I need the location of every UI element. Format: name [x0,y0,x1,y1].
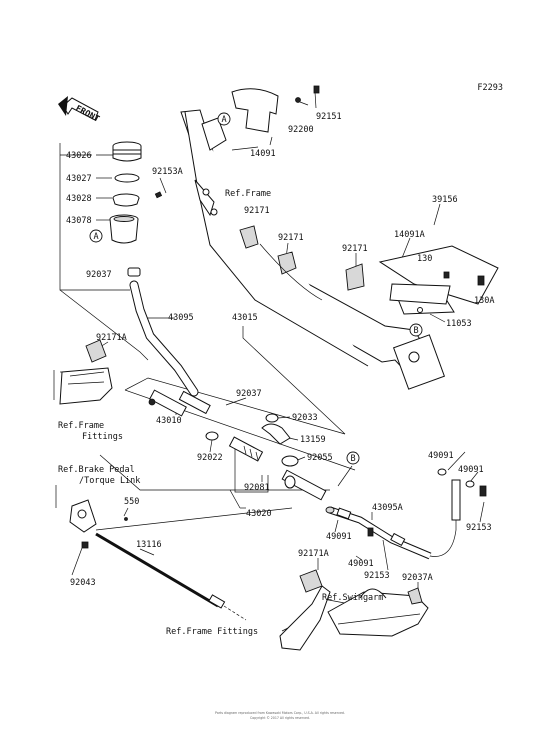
part-label: 13159 [300,435,326,445]
circle-a-label: A [93,232,98,242]
part-label: 92153 [466,523,492,533]
part-label: 39156 [432,195,458,205]
circle-a-label: A [221,115,226,125]
ref-frame-fittings-bottom-label: Ref.Frame Fittings [166,627,258,637]
clamp-14091 [201,85,320,151]
reservoir-body [109,191,163,244]
swingarm [327,587,429,637]
clamp-92037 [127,267,141,277]
hose-43095A [325,506,457,560]
part-label: 92171A [298,549,329,559]
part-label: 92171A [96,333,127,343]
part-label: 14091A [394,230,425,240]
part-label: 92153 [364,571,390,581]
part-label: 92200 [288,125,314,135]
part-label: 14091 [250,149,276,159]
frame-fittings-left [59,339,113,405]
part-label: 92043 [70,578,96,588]
part-label: 49091 [326,532,352,542]
part-label: 92171 [244,206,270,216]
ref-labels: Ref.Frame Ref.Frame Fittings Ref.Brake P… [58,189,383,637]
part-label: 43078 [66,216,92,226]
part-label: 92037 [236,389,262,399]
part-label: 49091 [458,465,484,475]
part-label: 92081 [244,483,270,493]
figure-code: F2293 [477,83,503,93]
seal-92022 [205,431,219,441]
footer-line-1: Parts diagram reproduced from Kawasaki M… [215,711,345,715]
part-label: 49091 [428,451,454,461]
ref-frame-fittings-label-2: Fittings [82,432,123,442]
circle-b-1: B [409,323,423,337]
circle-a-2: A [89,229,103,243]
part-label: 43010 [156,416,182,426]
part-label: 130A [474,296,494,306]
part-label: 92037A [402,573,433,583]
part-label: 11053 [446,319,472,329]
diaphragm-plate [114,173,140,183]
part-label: 43015 [232,313,258,323]
part-label: 43026 [66,151,92,161]
circle-a-1: A [217,112,231,126]
front-arrow-icon: FRONT [58,96,101,125]
cover-39156 [378,245,499,315]
ref-brake-pedal-label: Ref.Brake Pedal [58,465,135,475]
circle-b-2: B [346,451,360,465]
brake-pedal-bracket [69,499,247,621]
piston-92081 [228,436,264,462]
leader-lines [53,91,485,632]
circle-b-label: B [350,454,355,464]
part-label: 92153A [152,167,183,177]
part-label: 49091 [348,559,374,569]
part-label: 92171 [342,244,368,254]
ref-torque-link-label: /Torque Link [79,476,140,486]
ref-swingarm-label: Ref.Swingarm [322,593,383,603]
part-label: 43095A [372,503,403,513]
part-label: 130 [417,254,432,264]
master-cylinder-43010 [148,389,211,417]
part-label: 550 [124,497,139,507]
part-label: 92151 [316,112,342,122]
ref-frame-fittings-label: Ref.Frame [58,421,104,431]
part-label: 92055 [307,453,333,463]
part-label: 43027 [66,174,92,184]
frame-fittings-bottom [279,569,331,651]
part-label: 92033 [292,413,318,423]
ref-frame-label: Ref.Frame [225,189,271,199]
fitting-49091-right [437,468,487,521]
fitting-13159 [261,413,291,445]
part-label: 92171 [278,233,304,243]
circle-b-label: B [413,326,418,336]
footer-line-2: Copyright © 2017 All rights reserved. [250,716,310,720]
part-label: 43028 [66,194,92,204]
part-label: 92022 [197,453,223,463]
part-label: 43095 [168,313,194,323]
diaphragm [112,193,140,207]
pushrod-43020 [281,469,327,501]
part-label: 13116 [136,540,162,550]
part-label: 92037 [86,270,112,280]
part-labels: 43026 43027 43028 43078 92153A 92037 430… [66,112,494,588]
oring-92055 [281,455,299,467]
frame-clips [239,225,365,301]
reservoir-cap [112,141,142,162]
frame-tube [180,109,446,390]
part-label: 43020 [246,509,272,519]
